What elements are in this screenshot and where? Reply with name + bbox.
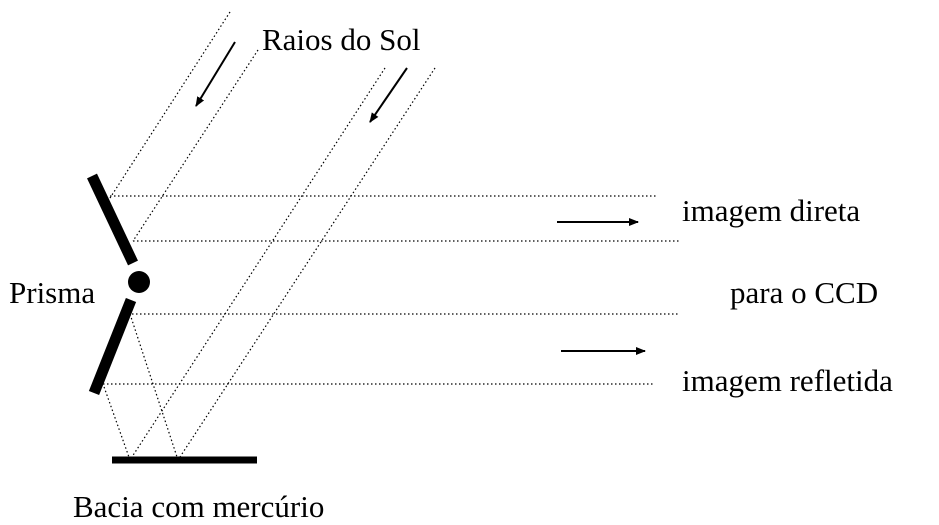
sun-ray-left-inner [132, 49, 259, 242]
reflected-image-label: imagem refletida [682, 363, 893, 398]
sun-ray-left-outer [109, 11, 231, 199]
sun-ray-right-outer [129, 67, 386, 461]
prism-pivot [128, 271, 150, 293]
direct-image-label: imagem direta [682, 193, 860, 228]
sun-arrow-right [369, 67, 408, 123]
prism-lower-face [88, 297, 137, 396]
prism-label: Prisma [9, 275, 95, 310]
reflected-ray-outer [102, 383, 131, 461]
to-ccd-label: para o CCD [730, 275, 878, 310]
reflected-ray-inner [129, 313, 179, 461]
mercury-basin-label: Bacia com mercúrio [73, 489, 324, 524]
sun-ray-right-inner [177, 67, 436, 461]
sun-arrow-left [195, 41, 236, 107]
sun-rays-label: Raios do Sol [262, 22, 420, 57]
prism-upper-face [87, 173, 138, 266]
